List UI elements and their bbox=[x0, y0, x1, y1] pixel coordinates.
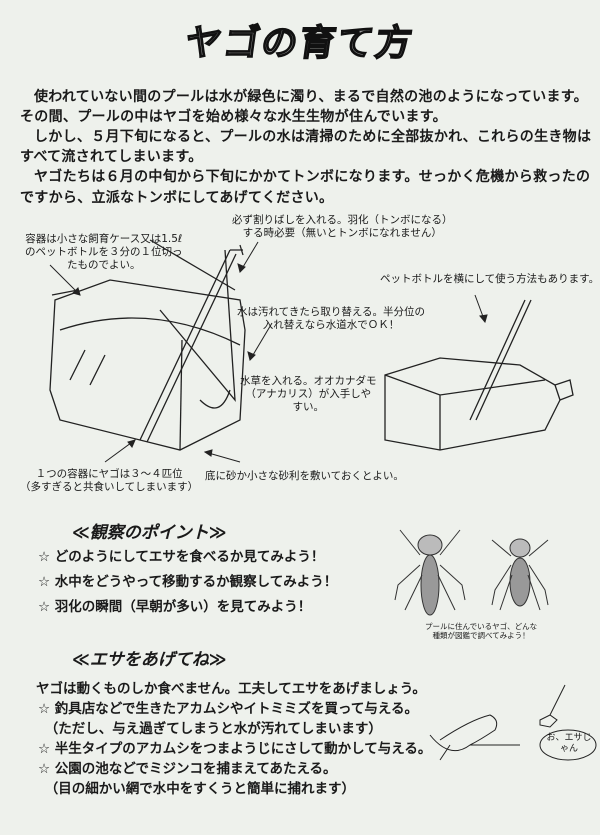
larva-drawing bbox=[394, 529, 549, 616]
annotation-chopstick: 必ず割りばしを入れる。羽化（トンボになる） する時必要（無いとトンボになれません… bbox=[232, 214, 453, 239]
annotation-count: １つの容器にヤゴは３～４匹位 （多すぎると共食いしてしまいます） bbox=[20, 468, 199, 493]
annotation-bottle-side: ペットボトルを横にして使う方法もあります。 bbox=[380, 273, 600, 285]
feeding-line: ☆ 公園の池などでミジンコを捕まえてあたえる。 bbox=[38, 761, 337, 777]
annotation-sand: 底に砂か小さな砂利を敷いておくとよい。 bbox=[205, 470, 404, 482]
feeding-line: （目の細かい網で水中をすくうと簡単に捕れます） bbox=[38, 781, 355, 797]
larva-caption: プールに住んでいるヤゴ、どんな 種類が図鑑で調べてみよう！ bbox=[425, 622, 538, 640]
feeding-line: ☆ 半生タイプのアカムシをつまようじにさして動かして与える。 bbox=[38, 741, 432, 757]
observation-item: ☆ どのようにしてエサを食べるか見てみよう！ bbox=[38, 549, 325, 565]
intro-line: ヤゴたちは６月の中旬から下旬にかかてトンボになります。せっかく危機から救ったの bbox=[34, 169, 591, 185]
annotation-container: 容器は小さな飼育ケース又は1.5ℓ のペットボトルを３分の１位切っ たものでよい… bbox=[25, 233, 183, 271]
feeding-line: （ただし、与え過ぎてしまうと水が汚れてしまいます） bbox=[38, 721, 382, 737]
intro-line: ですから、立派なトンボにしてあげてください。 bbox=[20, 190, 334, 206]
intro-line: しかし、５月下旬になると、プールの水は清掃のために全部抜かれ、これらの生き物は bbox=[34, 129, 592, 145]
bottle-drawing bbox=[384, 299, 574, 451]
container-drawing bbox=[49, 239, 246, 451]
arrows bbox=[49, 241, 488, 463]
intro-line: 使われていない間のプールは水が緑色に濁り、まるで自然の池のようになっています。 bbox=[34, 89, 588, 105]
intro-line: すべて流されてしまいます。 bbox=[20, 149, 203, 165]
annotation-waterweed: 水草を入れる。オオカナダモ （アナカリス）が入手しや すい。 bbox=[240, 375, 377, 413]
intro-line: その間、プールの中はヤゴを始め様々な水生生物が住んでいます。 bbox=[20, 109, 447, 125]
feeding-line: ヤゴは動くものしか食べません。工夫してエサをあげましょう。 bbox=[36, 681, 426, 697]
feeding-drawing bbox=[429, 684, 597, 761]
speech-bubble-text: お、エサじゃん bbox=[546, 733, 592, 754]
feeding-line: ☆ 釣具店などで生きたアカムシやイトミミズを買って与える。 bbox=[38, 701, 418, 717]
observation-heading: ≪観察のポイント≫ bbox=[72, 523, 227, 543]
annotation-water-change: 水は汚れてきたら取り替える。半分位の 入れ替えなら水道水でＯＫ！ bbox=[237, 306, 426, 331]
feeding-heading: ≪エサをあげてね≫ bbox=[72, 650, 227, 670]
observation-item: ☆ 水中をどうやって移動するか観察してみよう！ bbox=[38, 574, 338, 590]
observation-item: ☆ 羽化の瞬間（早朝が多い）を見てみよう！ bbox=[38, 599, 312, 615]
